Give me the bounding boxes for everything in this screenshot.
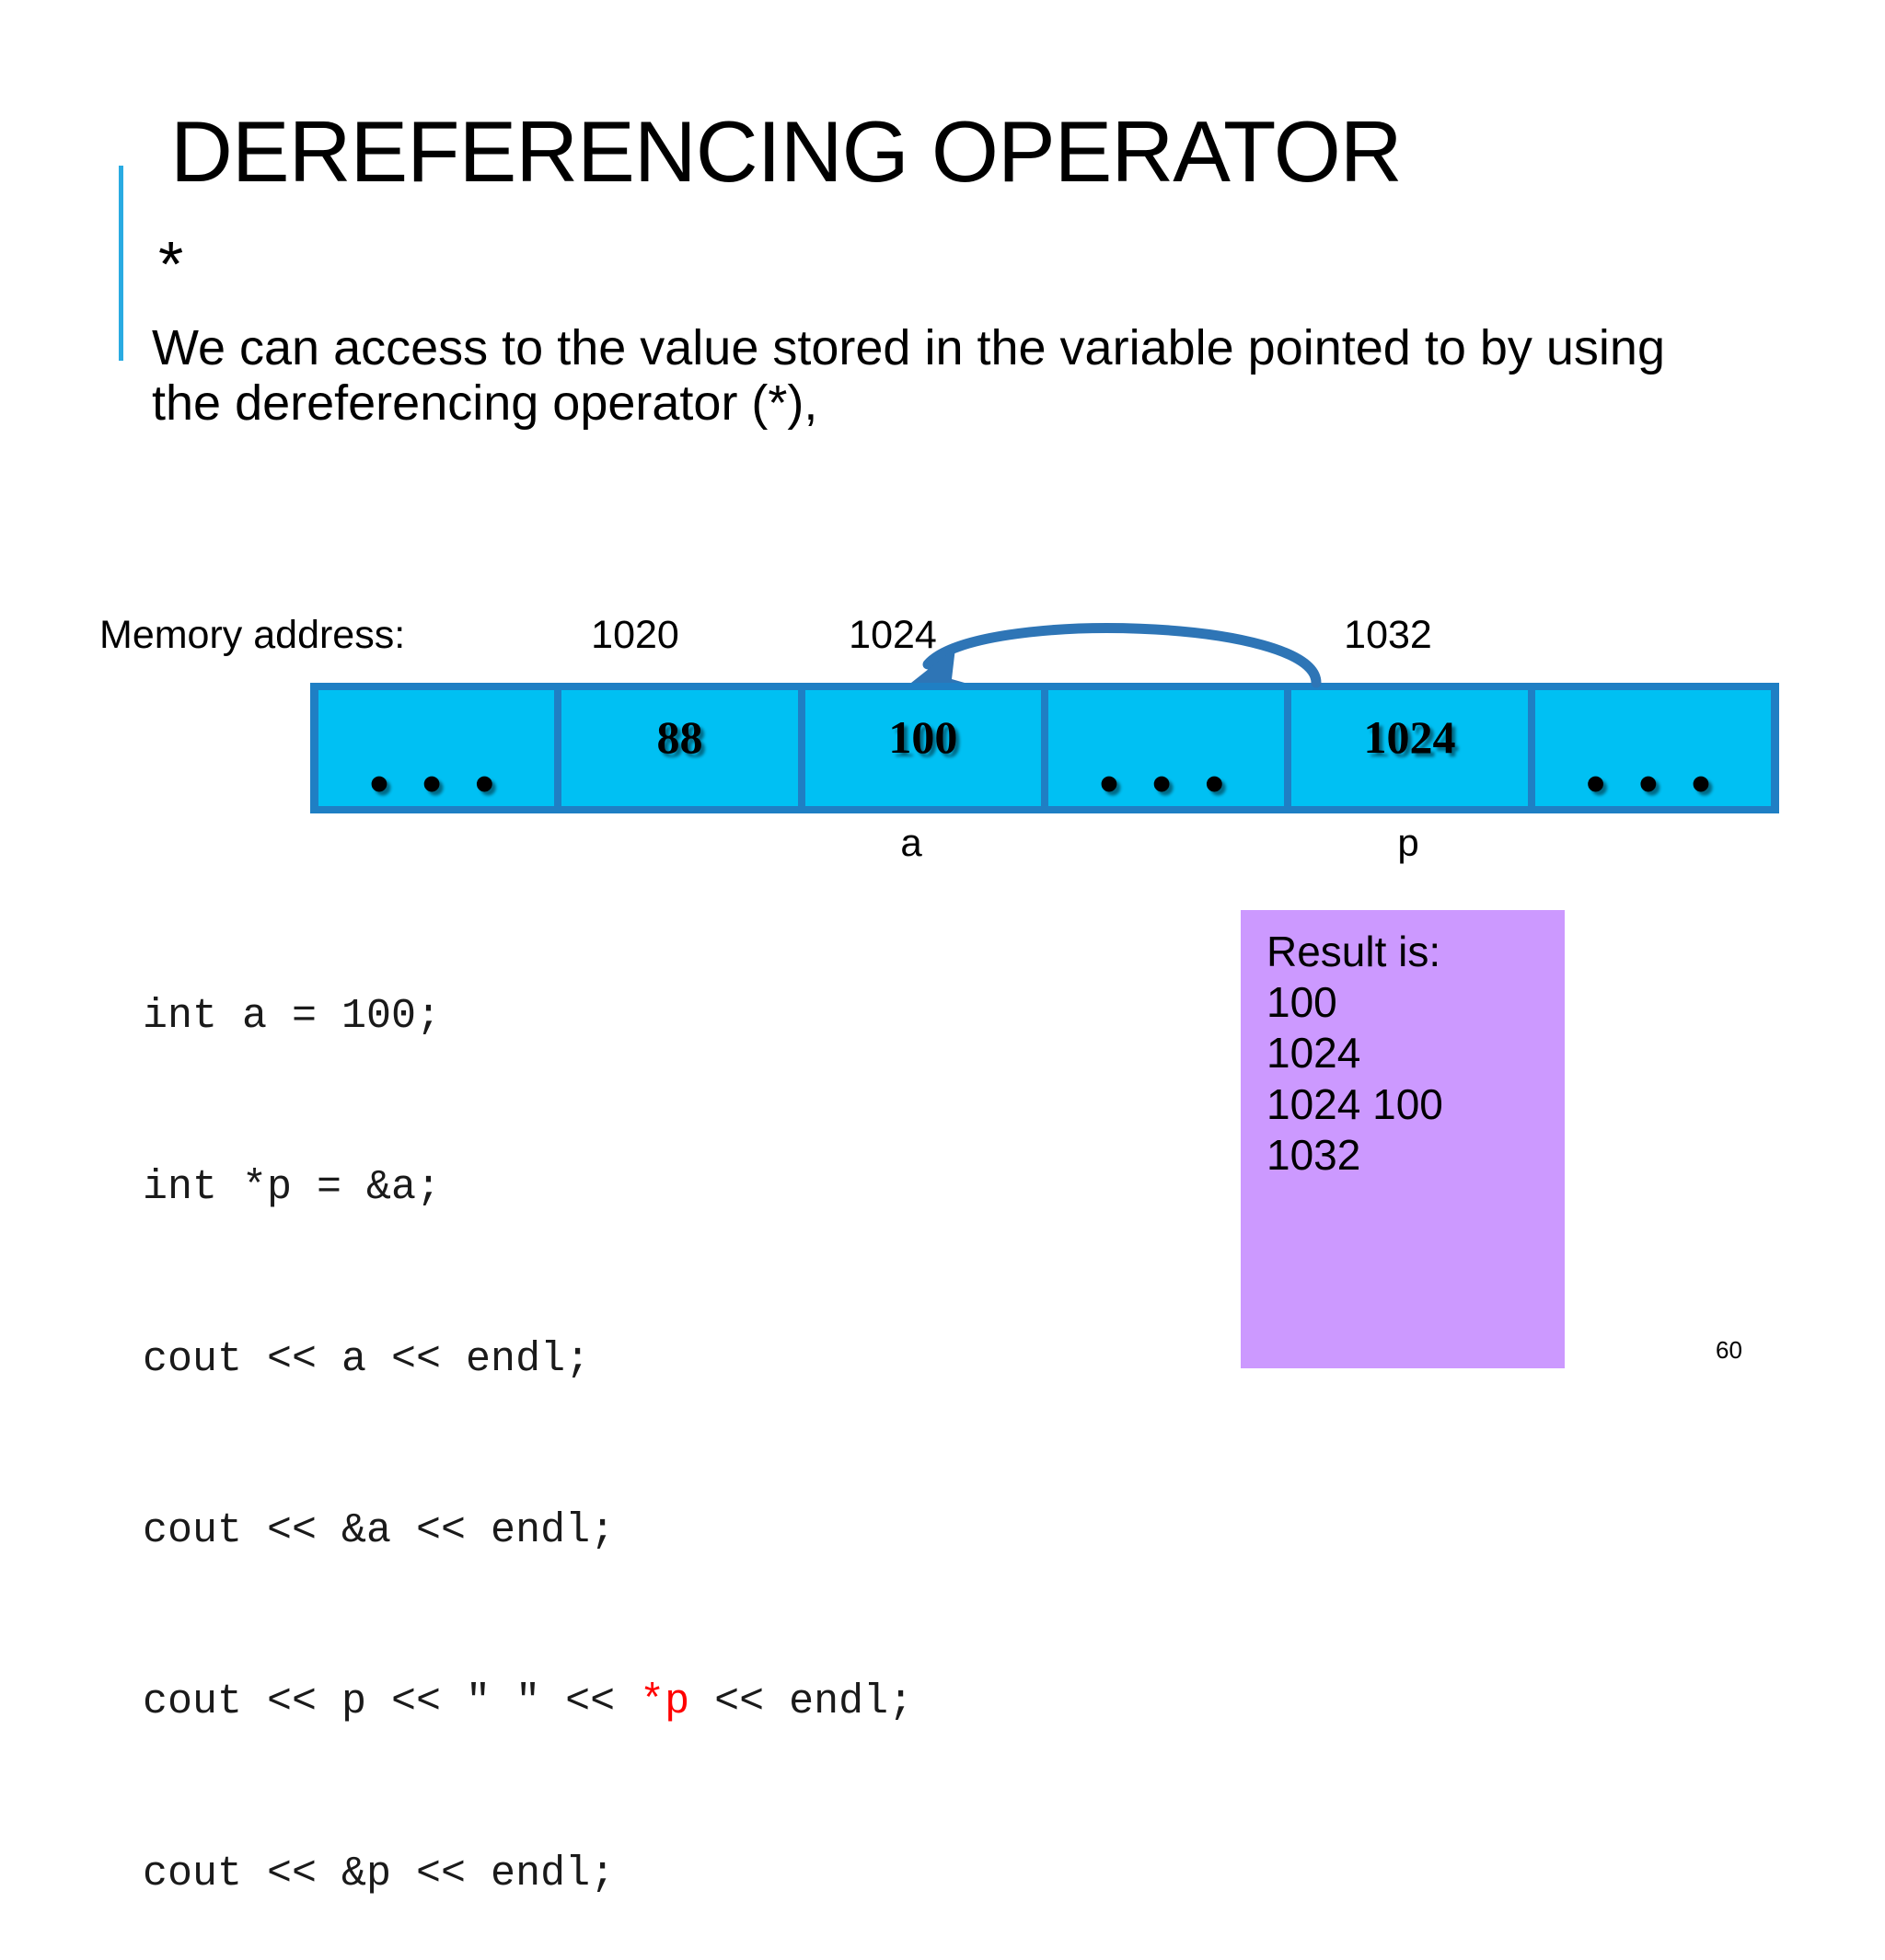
memory-cell-value: 1024 xyxy=(1363,711,1456,763)
address-label-1024: 1024 xyxy=(849,613,937,657)
code-text: cout << &p << endl; xyxy=(143,1850,616,1897)
code-text: cout << a << endl; xyxy=(143,1335,591,1383)
code-line: int a = 100; xyxy=(143,988,913,1045)
memory-cell-row: • • • 88 100 • • • 1024 • • • xyxy=(310,683,1779,813)
code-text: int *p = &a; xyxy=(143,1164,442,1212)
address-label-1020: 1020 xyxy=(591,613,679,657)
ellipsis-dots-icon: • • • xyxy=(1585,753,1720,809)
memory-cell-value: 88 xyxy=(656,711,703,763)
code-text: cout << &a << endl; xyxy=(143,1507,616,1555)
code-text: int a = 100; xyxy=(143,993,442,1041)
variable-label-p: p xyxy=(1397,821,1419,864)
code-line: cout << a << endl; xyxy=(143,1332,913,1389)
title-accent-bar xyxy=(119,166,123,361)
code-line: int *p = &a; xyxy=(143,1159,913,1216)
code-token-dereference: *p xyxy=(640,1678,690,1726)
memory-cell: • • • xyxy=(1045,687,1288,809)
code-listing: int a = 100; int *p = &a; cout << a << e… xyxy=(143,874,913,1960)
variable-label-a: a xyxy=(900,821,922,864)
result-line: 1024 xyxy=(1266,1029,1361,1078)
code-text: << endl; xyxy=(689,1678,914,1726)
memory-cell: 100 xyxy=(802,687,1044,809)
memory-cell-value: 100 xyxy=(888,711,958,763)
ellipsis-dots-icon: • • • xyxy=(1099,753,1234,809)
result-heading: Result is: xyxy=(1266,928,1441,975)
memory-address-label: Memory address: xyxy=(99,613,406,657)
code-text: cout << p << " " << xyxy=(143,1678,641,1726)
title-asterisk-symbol: * xyxy=(158,228,184,300)
result-line: 100 xyxy=(1266,978,1337,1027)
result-line: 1032 xyxy=(1266,1130,1361,1179)
memory-cell: • • • xyxy=(1532,687,1774,809)
body-paragraph: We can access to the value stored in the… xyxy=(152,320,1665,432)
address-label-1032: 1032 xyxy=(1344,613,1432,657)
pointer-arrow-icon xyxy=(911,623,1322,688)
page-number: 60 xyxy=(1716,1336,1742,1364)
result-output-box: Result is: 100 1024 1024 100 1032 xyxy=(1241,910,1565,1368)
page-title: DEREFERENCING OPERATOR xyxy=(170,103,1403,200)
code-line: cout << &p << endl; xyxy=(143,1846,913,1903)
memory-cell: 88 xyxy=(559,687,801,809)
code-line: cout << &a << endl; xyxy=(143,1503,913,1560)
code-line: cout << p << " " << *p << endl; xyxy=(143,1674,913,1731)
ellipsis-dots-icon: • • • xyxy=(369,753,504,809)
result-line: 1024 100 xyxy=(1266,1079,1443,1128)
memory-cell: 1024 xyxy=(1289,687,1531,809)
memory-cell: • • • xyxy=(316,687,558,809)
